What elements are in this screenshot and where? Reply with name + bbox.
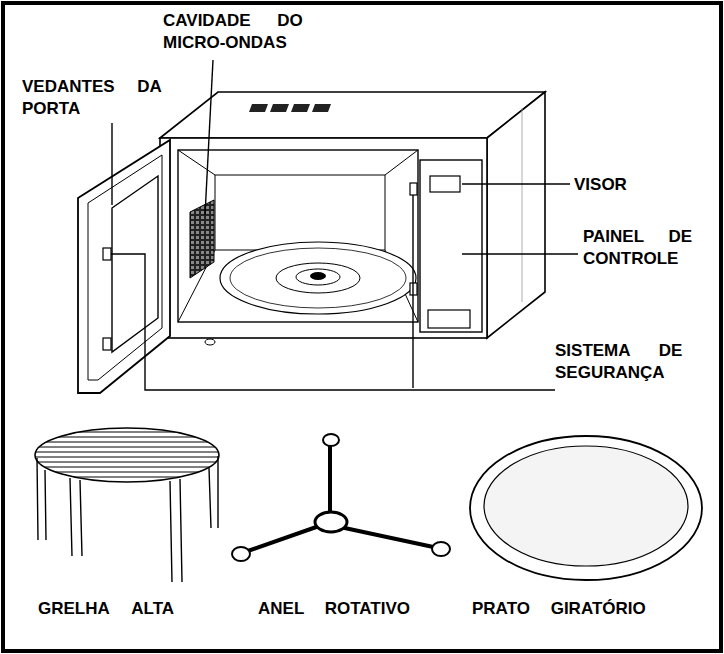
display-window: [430, 176, 460, 192]
roller-wheel: [232, 547, 250, 561]
leader-line: [111, 123, 112, 205]
rack-leg: [37, 458, 46, 540]
part-label: VISOR: [574, 174, 684, 196]
part-label: PRATO GIRATÓRIO: [472, 598, 717, 620]
cavity-edge: [178, 150, 215, 175]
outer-frame: [3, 3, 721, 651]
door-frame: [78, 140, 170, 393]
housing-front: [160, 138, 487, 338]
housing-top: [160, 92, 545, 138]
button: [312, 104, 331, 112]
roller-wheel: [323, 434, 339, 446]
turntable-hub: [296, 269, 340, 285]
turntable-rim: [230, 248, 406, 308]
roller-wheel: [432, 542, 450, 556]
roller-arm: [245, 445, 438, 552]
door-frame-inner: [88, 155, 162, 380]
foot: [205, 339, 215, 345]
tray-inner: [484, 446, 688, 566]
side-detail: [522, 108, 523, 302]
door-hook: [103, 248, 111, 260]
turntable-ring: [276, 263, 360, 293]
door-button: [428, 310, 470, 328]
top-buttons: [249, 104, 331, 112]
tray-rim: [470, 436, 702, 580]
turntable: [220, 242, 416, 314]
control-panel: [420, 160, 482, 332]
leader-line: [412, 195, 413, 388]
glass-tray: [470, 436, 702, 580]
rack-leg: [70, 478, 82, 556]
part-label: PAINEL DE CONTROLE: [583, 226, 718, 270]
cavity-edge: [385, 150, 418, 175]
part-label: GRELHA ALTA: [38, 598, 258, 620]
door-hook: [103, 338, 111, 350]
button: [249, 104, 268, 112]
high-rack: [30, 428, 225, 582]
part-label: SISTEMA DE SEGURANÇA: [555, 340, 715, 384]
leader-line: [462, 183, 570, 184]
rack-bars: [30, 432, 225, 477]
part-label: ANEL ROTATIVO: [258, 598, 478, 620]
leader-line: [205, 60, 213, 215]
leader-lines: [111, 60, 578, 390]
housing-side: [487, 92, 545, 338]
rack-ring: [35, 428, 219, 482]
rack-leg: [209, 456, 218, 528]
cavity-opening: [178, 150, 418, 322]
roller-hub: [315, 512, 347, 532]
leader-line: [462, 253, 578, 254]
turntable-center: [310, 272, 326, 280]
button: [270, 104, 289, 112]
roller-ring: [232, 434, 450, 561]
safety-latch: [410, 183, 417, 195]
part-label: VEDANTES DA PORTA: [22, 76, 162, 120]
part-label: CAVIDADE DO MICRO-ONDAS: [163, 10, 388, 54]
rack-leg: [170, 479, 182, 582]
button: [291, 104, 310, 112]
leader-line: [111, 254, 555, 390]
door-window: [112, 176, 158, 352]
waveguide-cover: [190, 200, 214, 278]
cavity-back: [215, 175, 385, 250]
